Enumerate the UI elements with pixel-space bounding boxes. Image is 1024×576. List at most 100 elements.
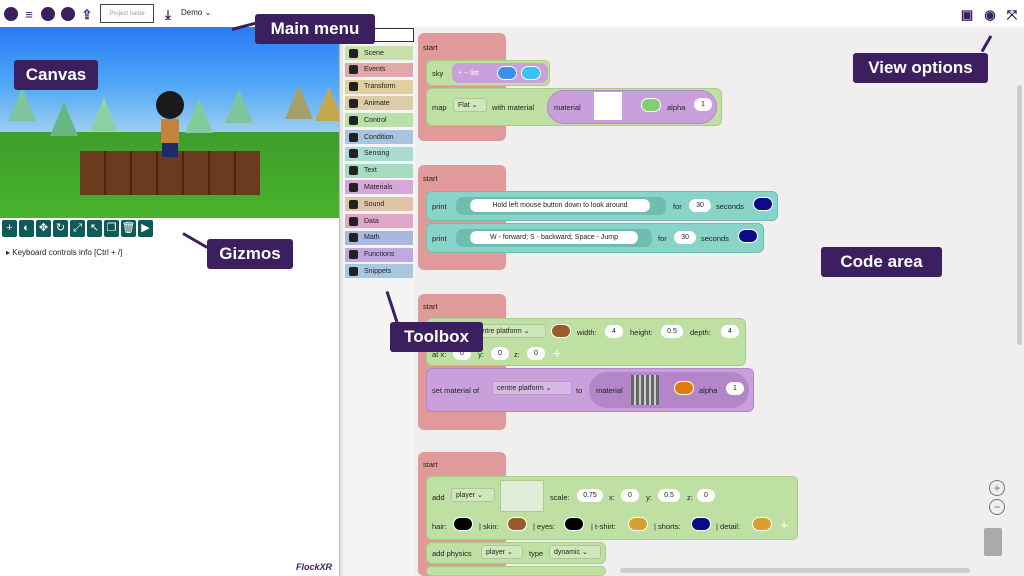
toolbox-category-functions[interactable]: Functions xyxy=(345,247,413,262)
add-gizmo-button[interactable]: + xyxy=(2,220,17,237)
scale-input[interactable]: 0.75 xyxy=(577,489,603,502)
hair-label: hair: xyxy=(432,522,447,531)
sky-color-swatch-1[interactable] xyxy=(497,66,517,80)
print-color-swatch-1[interactable] xyxy=(753,197,773,211)
math-icon xyxy=(349,233,358,243)
play-icon[interactable] xyxy=(41,7,55,21)
print-message-1[interactable]: Hold left mouse button down to look arou… xyxy=(470,199,650,212)
toolbox-search-input[interactable] xyxy=(374,28,414,42)
duration-input-2[interactable]: 30 xyxy=(674,231,696,244)
duplicate-gizmo-button[interactable]: ❐ xyxy=(104,220,119,237)
y-input[interactable]: 0 xyxy=(491,347,509,360)
eyes-color-swatch[interactable] xyxy=(564,517,584,531)
material-color-swatch[interactable] xyxy=(674,381,694,395)
hamburger-icon[interactable]: ≡ xyxy=(25,6,33,22)
toolbox-category-control[interactable]: Control xyxy=(345,113,413,128)
demo-select[interactable]: Demo ⌄ xyxy=(181,8,212,17)
toolbox-category-text[interactable]: Text xyxy=(345,163,413,178)
toolbox-category-label: Text xyxy=(364,167,377,175)
toolbox-category-transform[interactable]: Transform xyxy=(345,79,413,94)
toolbox-category-math[interactable]: Math xyxy=(345,230,413,245)
toolbox-callout: Toolbox xyxy=(390,322,483,352)
material-block-2[interactable] xyxy=(589,372,749,408)
vertical-scrollbar[interactable] xyxy=(1017,85,1022,345)
toolbox-category-data[interactable]: Data xyxy=(345,214,413,228)
add-more-icon[interactable]: + xyxy=(780,517,789,533)
map-dropdown[interactable]: Flat ⌄ xyxy=(453,98,487,112)
box-color-swatch[interactable] xyxy=(551,324,571,338)
material-block[interactable] xyxy=(547,90,717,124)
toolbox-category-animate[interactable]: Animate xyxy=(345,96,413,111)
canvas-3d-view[interactable] xyxy=(0,27,340,218)
detail-color-swatch[interactable] xyxy=(752,517,772,531)
add-physics-block[interactable] xyxy=(426,542,606,564)
box-name-dropdown[interactable]: centre platform ⌄ xyxy=(470,324,546,338)
skin-color-swatch[interactable] xyxy=(507,517,527,531)
keyboard-controls-info[interactable]: ▸ Keyboard controls info [Ctrl + /] xyxy=(6,248,123,257)
image-icon[interactable]: ▣ xyxy=(960,6,974,22)
toolbox-category-snippets[interactable]: Snippets xyxy=(345,264,413,279)
add-more-icon[interactable]: + xyxy=(553,345,562,361)
project-name-input[interactable]: Project name xyxy=(100,4,154,23)
download-icon[interactable]: ⤓ xyxy=(165,6,171,22)
trash-icon[interactable] xyxy=(984,528,1002,556)
plus-minus-icon[interactable]: + − xyxy=(458,69,471,77)
select-gizmo-button[interactable]: ↖ xyxy=(87,220,102,237)
horizontal-scrollbar[interactable] xyxy=(620,568,970,573)
duration-input-1[interactable]: 30 xyxy=(689,199,711,212)
sky-color-swatch-2[interactable] xyxy=(521,66,541,80)
tree xyxy=(225,89,253,123)
map-value: Flat xyxy=(458,101,470,109)
alpha-label: alpha xyxy=(699,386,718,395)
fullscreen-icon[interactable]: ⤧ xyxy=(1006,6,1018,22)
toolbox-category-sound[interactable]: Sound xyxy=(345,197,413,212)
add-character-block[interactable] xyxy=(426,476,798,540)
demo-label: Demo xyxy=(181,8,203,17)
rotate-gizmo-button[interactable]: ↻ xyxy=(53,220,68,237)
character-name-dropdown[interactable]: player ⌄ xyxy=(451,488,495,502)
hair-color-swatch[interactable] xyxy=(453,517,473,531)
physics-type-dropdown[interactable]: dynamic ⌄ xyxy=(549,545,601,559)
zoom-in-icon[interactable]: + xyxy=(989,480,1005,496)
tshirt-color-swatch[interactable] xyxy=(628,517,648,531)
alpha-input[interactable]: 1 xyxy=(726,382,744,395)
y-input[interactable]: 0.5 xyxy=(658,489,680,502)
print-message-2[interactable]: W - forward; S - backward; Space - Jump xyxy=(470,231,638,244)
flock-logo-icon[interactable] xyxy=(4,7,18,21)
set-material-target-dropdown[interactable]: centre platform ⌄ xyxy=(492,381,572,395)
shorts-color-swatch[interactable] xyxy=(691,517,711,531)
move-gizmo-button[interactable]: ✥ xyxy=(36,220,51,237)
print-color-swatch-2[interactable] xyxy=(738,229,758,243)
toolbox-category-label: Transform xyxy=(364,83,396,91)
alpha-input[interactable]: 1 xyxy=(694,98,712,111)
z-input[interactable]: 0 xyxy=(697,489,715,502)
toolbox-category-label: Math xyxy=(364,234,380,242)
stop-icon[interactable] xyxy=(61,7,75,21)
toolbox-category-condition[interactable]: Condition xyxy=(345,130,413,144)
export-icon[interactable]: ⇪ xyxy=(81,6,93,22)
width-input[interactable]: 4 xyxy=(605,325,623,338)
character-model-picker[interactable] xyxy=(500,480,544,512)
toolbox-category-materials[interactable]: Materials xyxy=(345,180,413,195)
partial-block[interactable] xyxy=(426,566,606,576)
zoom-out-icon[interactable]: − xyxy=(989,499,1005,515)
scale-gizmo-button[interactable]: ⤢ xyxy=(70,220,85,237)
start-label: start xyxy=(423,460,438,469)
gizmos-arrow xyxy=(182,232,208,249)
color-gizmo-button[interactable]: ◐ xyxy=(19,220,34,237)
material-color-swatch[interactable] xyxy=(641,98,661,112)
delete-gizmo-button[interactable]: 🗑 xyxy=(121,220,136,237)
depth-input[interactable]: 4 xyxy=(721,325,739,338)
physics-target-dropdown[interactable]: player ⌄ xyxy=(481,545,523,559)
material-texture-preview[interactable] xyxy=(594,92,622,120)
toolbox-category-scene[interactable]: Scene xyxy=(345,46,413,60)
height-input[interactable]: 0.5 xyxy=(661,325,683,338)
toolbox-category-events[interactable]: Events xyxy=(345,62,413,77)
camera-gizmo-button[interactable]: ▶ xyxy=(138,220,153,237)
material-texture-preview[interactable] xyxy=(631,375,659,405)
panel-divider[interactable] xyxy=(339,27,343,576)
z-input[interactable]: 0 xyxy=(527,347,545,360)
x-input[interactable]: 0 xyxy=(621,489,639,502)
gamepad-icon[interactable]: ◉ xyxy=(984,6,996,22)
toolbox-category-sensing[interactable]: Sensing xyxy=(345,146,413,161)
